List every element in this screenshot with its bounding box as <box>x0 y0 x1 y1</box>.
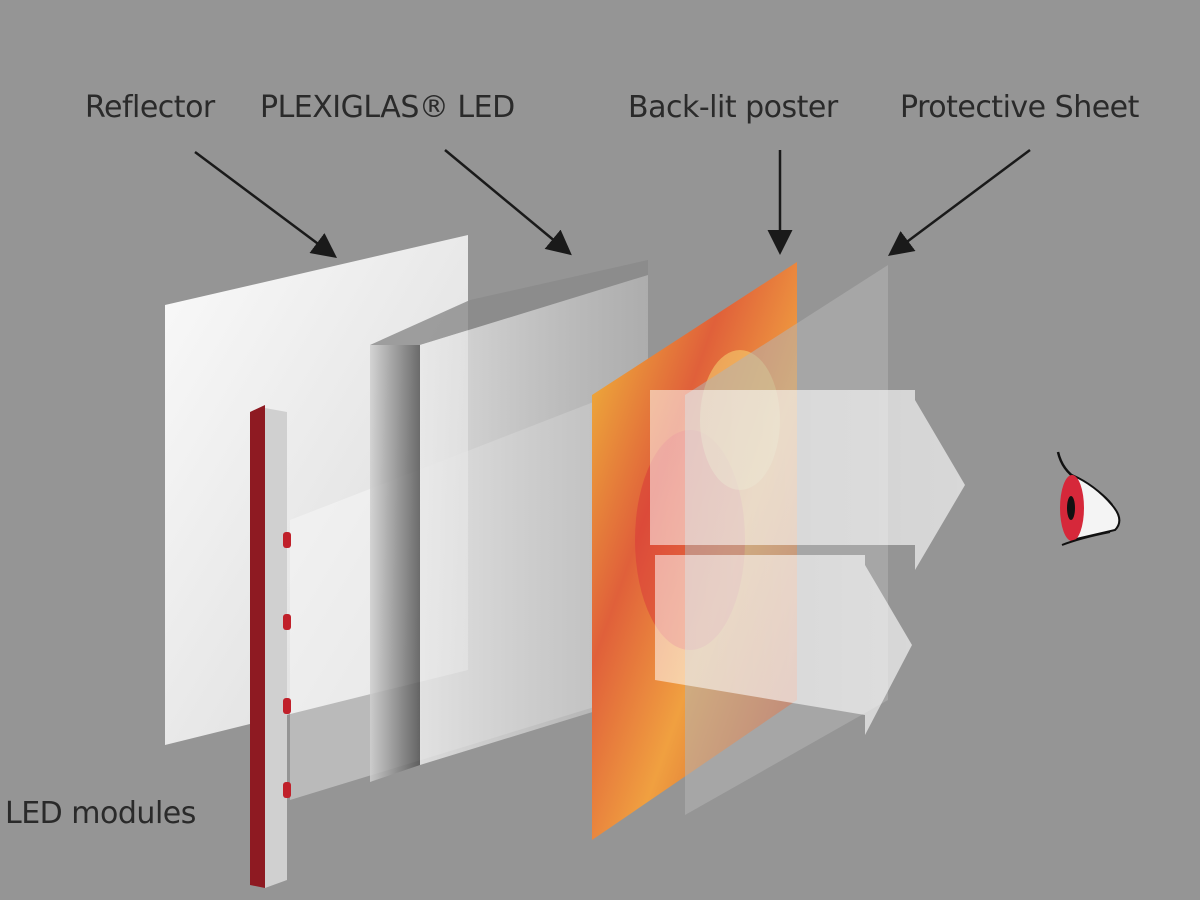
arrow-icon <box>887 148 1031 256</box>
plexiglas-panel <box>420 275 648 765</box>
arrow-icon <box>194 150 338 258</box>
led-4 <box>283 782 291 798</box>
led-strip <box>250 405 265 888</box>
arrow-icon <box>444 149 572 256</box>
plexiglas-edge-top <box>370 260 648 345</box>
eye-icon <box>1056 451 1121 546</box>
led-3 <box>283 698 291 714</box>
label-protective-sheet: Protective Sheet <box>900 90 1139 125</box>
led-2 <box>283 614 291 630</box>
label-plexiglas: PLEXIGLAS® LED <box>260 90 515 125</box>
light-arrow-bottom <box>655 555 912 735</box>
led-strip-side <box>265 408 287 888</box>
label-reflector: Reflector <box>85 90 215 125</box>
led-1 <box>283 532 291 548</box>
plexiglas-side <box>370 345 420 782</box>
label-led-modules: LED modules <box>5 796 196 831</box>
light-arrow-top <box>650 390 965 570</box>
label-backlit-poster: Back-lit poster <box>628 90 838 125</box>
